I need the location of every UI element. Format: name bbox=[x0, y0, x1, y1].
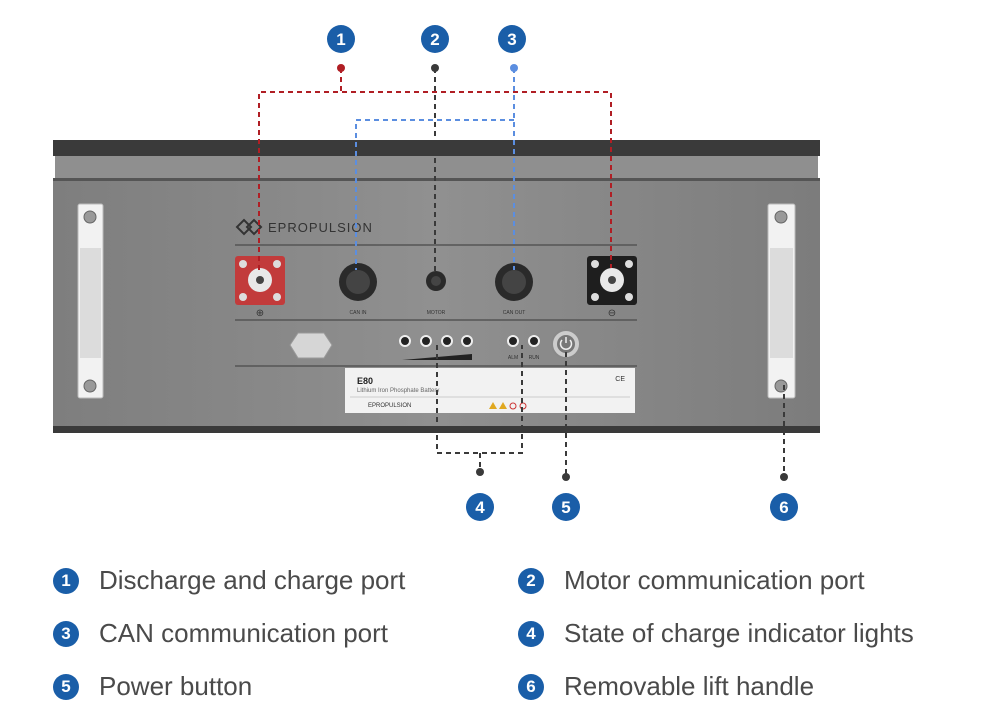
run-led bbox=[528, 335, 540, 347]
left-lift-handle[interactable] bbox=[77, 203, 104, 399]
negative-terminal[interactable] bbox=[587, 256, 637, 305]
positive-symbol: ⊕ bbox=[256, 308, 264, 319]
callout-line-4 bbox=[436, 345, 523, 470]
power-button[interactable] bbox=[551, 329, 581, 359]
callout-badge-6: 6 bbox=[770, 493, 798, 521]
right-lift-handle[interactable] bbox=[767, 203, 796, 399]
svg-text:6: 6 bbox=[779, 498, 788, 517]
can-in-port[interactable] bbox=[339, 263, 377, 301]
svg-text:4: 4 bbox=[475, 498, 485, 517]
soc-indicator-lights bbox=[399, 335, 540, 360]
callout-badge-4: 4 bbox=[466, 493, 494, 521]
can-out-port[interactable] bbox=[495, 263, 533, 301]
svg-text:1: 1 bbox=[336, 30, 345, 49]
callout-badge-3: 3 bbox=[498, 25, 526, 53]
alm-label: ALM bbox=[508, 355, 518, 361]
chemistry-label: Lithium Iron Phosphate Battery bbox=[357, 388, 439, 394]
callout-badge-2: 2 bbox=[421, 25, 449, 53]
can-in-label: CAN IN bbox=[350, 310, 367, 316]
motor-label: MOTOR bbox=[427, 310, 446, 316]
model-name: E80 bbox=[357, 376, 373, 386]
motor-port[interactable] bbox=[426, 271, 446, 291]
svg-text:5: 5 bbox=[561, 498, 570, 517]
alarm-led bbox=[507, 335, 519, 347]
callout-badge-1: 1 bbox=[327, 25, 355, 53]
positive-terminal[interactable] bbox=[235, 256, 285, 305]
plate-brand: EPROPULSION bbox=[368, 403, 411, 409]
brand-logo: EPROPULSION bbox=[235, 218, 373, 236]
callout-line-3 bbox=[355, 68, 515, 270]
product-label-plate: E80 Lithium Iron Phosphate Battery EPROP… bbox=[345, 368, 635, 413]
svg-text:2: 2 bbox=[430, 30, 439, 49]
svg-text:3: 3 bbox=[507, 30, 516, 49]
negative-symbol: ⊖ bbox=[608, 308, 616, 319]
vent-bolt-icon bbox=[289, 332, 333, 359]
can-out-label: CAN OUT bbox=[503, 310, 526, 316]
callout-badge-5: 5 bbox=[552, 493, 580, 521]
ce-mark: CE bbox=[615, 376, 625, 383]
brand-name: EPROPULSION bbox=[268, 220, 373, 235]
power-icon bbox=[559, 337, 573, 351]
run-label: RUN bbox=[529, 355, 540, 361]
